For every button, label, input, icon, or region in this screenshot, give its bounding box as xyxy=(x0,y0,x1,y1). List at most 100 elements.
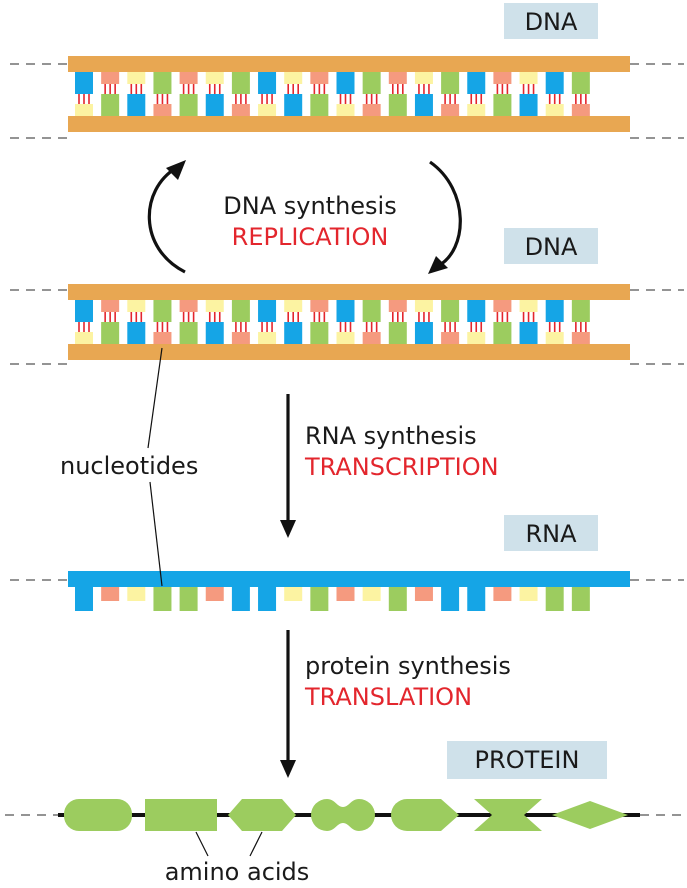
nucleotide-base xyxy=(205,587,224,601)
nucleotide-base xyxy=(231,587,250,611)
nucleotide-base xyxy=(179,587,198,611)
nucleotide-base xyxy=(388,587,407,611)
dna-backbone xyxy=(68,116,630,132)
nucleotide-base xyxy=(258,332,277,344)
nucleotide-base xyxy=(467,104,486,116)
protein-label: PROTEIN xyxy=(447,741,607,779)
nucleotide-base xyxy=(467,332,486,344)
nucleotide-base xyxy=(258,104,277,116)
transcription-process-text: RNA synthesis xyxy=(305,422,477,450)
nucleotide-base xyxy=(75,300,93,322)
nucleotide-base xyxy=(545,587,564,611)
nucleotide-base xyxy=(101,322,120,344)
nucleotide-base xyxy=(75,72,93,94)
nucleotide-base xyxy=(388,72,407,84)
nucleotide-base xyxy=(362,332,381,344)
dna-top-label: DNA xyxy=(504,3,598,39)
nucleotide-base xyxy=(153,72,172,94)
nucleotide-base xyxy=(75,332,93,344)
nucleotide-base xyxy=(179,94,198,116)
nucleotide-base xyxy=(179,72,198,84)
nucleotide-base xyxy=(571,587,590,611)
arrowhead-icon xyxy=(166,160,186,180)
amino-acid xyxy=(145,799,217,831)
nucleotide-base xyxy=(101,587,120,601)
amino-acid xyxy=(311,799,375,831)
nucleotide-base xyxy=(336,587,355,601)
nucleotide-base xyxy=(388,300,407,312)
nucleotide-base xyxy=(310,322,329,344)
nucleotide-base xyxy=(493,72,512,84)
nucleotide-base xyxy=(284,300,303,312)
nucleotide-base xyxy=(467,587,486,611)
amino-acids-pointer xyxy=(249,831,263,857)
nucleotide-base xyxy=(493,322,512,344)
nucleotide-base xyxy=(467,72,486,94)
nucleotide-base xyxy=(231,300,250,322)
nucleotide-base xyxy=(414,322,433,344)
replication-arrows xyxy=(147,160,462,274)
nucleotide-base xyxy=(519,300,538,312)
nucleotide-base xyxy=(231,72,250,94)
translation-process-text: protein synthesis xyxy=(305,652,511,680)
nucleotide-base xyxy=(284,72,303,84)
dna-double-helix-top xyxy=(68,56,630,132)
nucleotide-base xyxy=(101,72,120,84)
dna-backbone xyxy=(68,284,630,300)
nucleotide-base xyxy=(205,322,224,344)
nucleotide-base xyxy=(493,94,512,116)
nucleotide-base xyxy=(336,72,355,94)
nucleotide-base xyxy=(179,300,198,312)
nucleotide-base xyxy=(153,332,172,344)
nucleotide-base xyxy=(441,72,460,94)
nucleotide-base xyxy=(519,72,538,84)
rna-label-text: RNA xyxy=(525,520,577,548)
nucleotide-base xyxy=(336,332,355,344)
protein-label-text: PROTEIN xyxy=(475,746,580,774)
dna-mid-label-text: DNA xyxy=(525,233,578,261)
nucleotide-base xyxy=(545,300,564,322)
nucleotide-base xyxy=(231,104,250,116)
nucleotide-base xyxy=(519,587,538,601)
nucleotide-base xyxy=(545,332,564,344)
amino-acid xyxy=(391,799,459,831)
nucleotide-base xyxy=(284,322,303,344)
nucleotide-base xyxy=(310,587,329,611)
rna-label: RNA xyxy=(504,515,598,551)
nucleotide-base xyxy=(571,300,590,322)
replication-arrow-right xyxy=(429,160,462,268)
guide-lines xyxy=(5,63,684,816)
nucleotide-base xyxy=(127,72,146,84)
nucleotide-base xyxy=(127,94,146,116)
nucleotide-base xyxy=(493,587,512,601)
nucleotide-base xyxy=(545,72,564,94)
nucleotide-base xyxy=(127,322,146,344)
nucleotide-base xyxy=(336,300,355,322)
translation-name-text: TRANSLATION xyxy=(304,683,472,711)
nucleotide-base xyxy=(441,332,460,344)
nucleotide-base xyxy=(519,322,538,344)
nucleotide-base xyxy=(571,332,590,344)
nucleotide-base xyxy=(75,104,93,116)
replication-arrow-left xyxy=(147,166,186,274)
nucleotide-base xyxy=(441,300,460,322)
nucleotides-pointer xyxy=(149,481,163,587)
nucleotide-base xyxy=(571,72,590,94)
nucleotide-base xyxy=(310,72,329,84)
dna-mid-label: DNA xyxy=(504,228,598,264)
nucleotide-base xyxy=(310,94,329,116)
nucleotide-base xyxy=(101,300,120,312)
amino-acid-chain xyxy=(64,799,628,831)
nucleotide-base xyxy=(545,104,564,116)
nucleotide-base xyxy=(258,72,277,94)
rna-strand xyxy=(68,571,630,611)
nucleotide-base xyxy=(127,587,146,601)
amino-acids-label: amino acids xyxy=(165,858,310,886)
nucleotide-base xyxy=(284,94,303,116)
nucleotide-base xyxy=(258,587,277,611)
nucleotide-base xyxy=(414,72,433,84)
transcription-name-text: TRANSCRIPTION xyxy=(304,453,499,481)
dna-double-helix-replicated xyxy=(68,284,630,360)
amino-acid xyxy=(64,799,132,831)
nucleotide-base xyxy=(388,94,407,116)
